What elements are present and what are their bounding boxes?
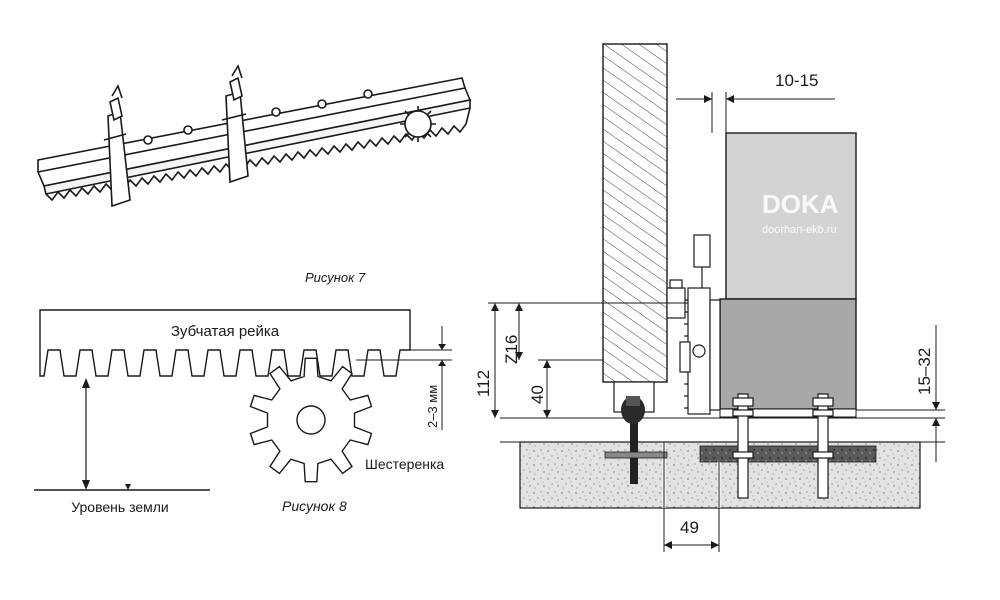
dim-right-label: 15–32: [915, 348, 934, 395]
dim-bottom-label: 49: [680, 518, 699, 537]
dim-top-label: 10-15: [775, 71, 818, 90]
anchor-bolts: [732, 393, 834, 499]
motor-gear: [679, 287, 721, 415]
motor-plate: [719, 408, 857, 418]
guide-roller: [604, 396, 668, 484]
motor-cover: [725, 132, 857, 300]
arrow-up-icon: [82, 378, 90, 388]
dim-z16-label: Z16: [502, 335, 521, 364]
gap-label: 2–3 мм: [425, 385, 440, 428]
section-dimension-lines: [488, 92, 945, 552]
watermark-url: doorhan-ekb.ru: [762, 224, 837, 236]
figure8-caption: Рисунок 8: [282, 498, 347, 514]
motor-base: [719, 298, 857, 410]
figure8-gear: [249, 357, 373, 483]
ground-label: Уровень земли: [71, 499, 168, 515]
gap-arrow-bottom-icon: [438, 360, 446, 366]
dimension-arrowheads: [491, 95, 940, 549]
gear-label: Шестеренка: [365, 456, 444, 472]
foundation-plate: [699, 445, 877, 463]
figure8-rack: [39, 309, 411, 377]
dim-112-label: 112: [474, 370, 493, 397]
gate-leaf: [602, 43, 668, 383]
watermark-brand: DOKA: [762, 189, 839, 219]
gap-dimension: [356, 326, 452, 430]
rack-label: Зубчатая рейка: [171, 323, 280, 340]
gap-arrow-top-icon: [438, 344, 446, 350]
figure7-rack-illustration: [36, 64, 472, 208]
arrow-down-icon: [82, 480, 90, 490]
ground-marker-icon: [125, 484, 131, 490]
figure7-caption: Рисунок 7: [305, 270, 366, 285]
dim-40-label: 40: [528, 385, 547, 404]
